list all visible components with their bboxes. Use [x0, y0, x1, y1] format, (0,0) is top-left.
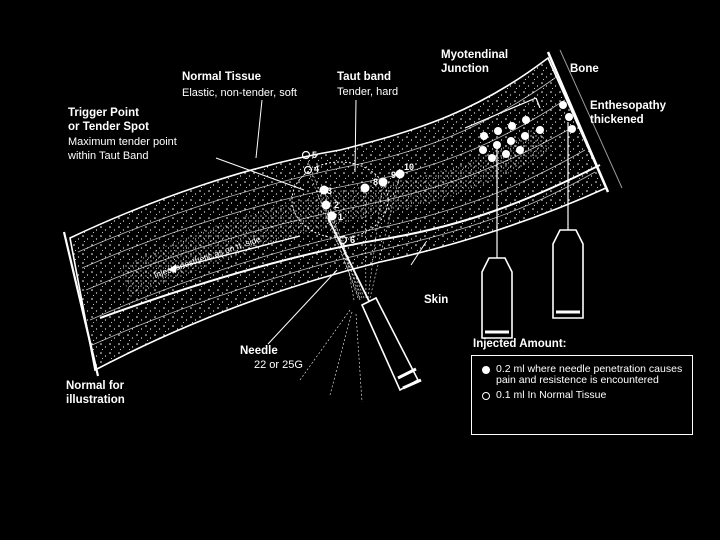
point-label-5: 5 [312, 150, 317, 160]
filled-dot-icon [482, 366, 490, 374]
point-label-4: 4 [314, 164, 319, 174]
normal-tissue-title: Normal Tissue [182, 71, 261, 83]
needle-gauge-label: 22 or 25G [254, 359, 303, 371]
normal-illustration-line1: Normal for [66, 380, 125, 392]
junction-syringe [481, 146, 513, 339]
point-label-2: 2 [334, 200, 339, 210]
trigger-point-title-line2: or Tender Spot [68, 121, 149, 133]
trigger-point-desc-line2: within Taut Band [67, 150, 149, 162]
skin-label: Skin [424, 294, 448, 306]
point-label-3: 3 [327, 186, 332, 196]
myotendinal-bracket [464, 97, 541, 129]
enthesopathy-line2: thickened [590, 114, 644, 126]
taut-band-title: Taut band [337, 71, 391, 83]
trigger-zone [291, 161, 389, 239]
bone-label: Bone [570, 63, 599, 75]
point-label-9: 9 [391, 170, 396, 180]
skin-line [99, 164, 601, 319]
myotendinal-title-line1: Myotendinal [441, 49, 508, 61]
taut-band-desc: Tender, hard [337, 86, 398, 98]
enthesopathy-line1: Enthesopathy [590, 100, 667, 112]
inject-arrow [167, 235, 301, 271]
injected-amount-legend: 0.2 ml where needle penetration causes p… [471, 355, 693, 435]
main-syringe [327, 217, 422, 392]
bone-syringe [552, 122, 584, 319]
needle-label: Needle [240, 345, 278, 357]
legend-row-filled: 0.2 ml where needle penetration causes p… [480, 364, 684, 386]
open-dot-icon [482, 392, 490, 400]
point-numbers: 1 2 3 4 5 6 8 9 10 [312, 150, 414, 245]
point-label-1: 1 [338, 212, 343, 222]
normal-tissue-desc: Elastic, non-tender, soft [182, 87, 297, 99]
legend-title: Injected Amount: [473, 338, 567, 350]
point-label-8: 8 [373, 177, 378, 187]
trigger-point-desc-line1: Maximum tender point [68, 136, 177, 148]
legend-open-text: 0.1 ml In Normal Tissue [496, 389, 607, 401]
point-label-10: 10 [404, 162, 414, 172]
junction-dots [479, 101, 576, 162]
leader-lines [215, 99, 427, 345]
myotendinal-title-line2: Junction [441, 63, 489, 75]
trigger-point-title-line1: Trigger Point [68, 107, 139, 119]
normal-illustration-line2: illustration [66, 394, 125, 406]
bone-line [546, 51, 610, 193]
normal-end-line [62, 231, 100, 377]
legend-row-open: 0.1 ml In Normal Tissue [480, 390, 684, 401]
point-label-6: 6 [350, 235, 355, 245]
legend-filled-text: 0.2 ml where needle penetration causes p… [496, 363, 683, 386]
